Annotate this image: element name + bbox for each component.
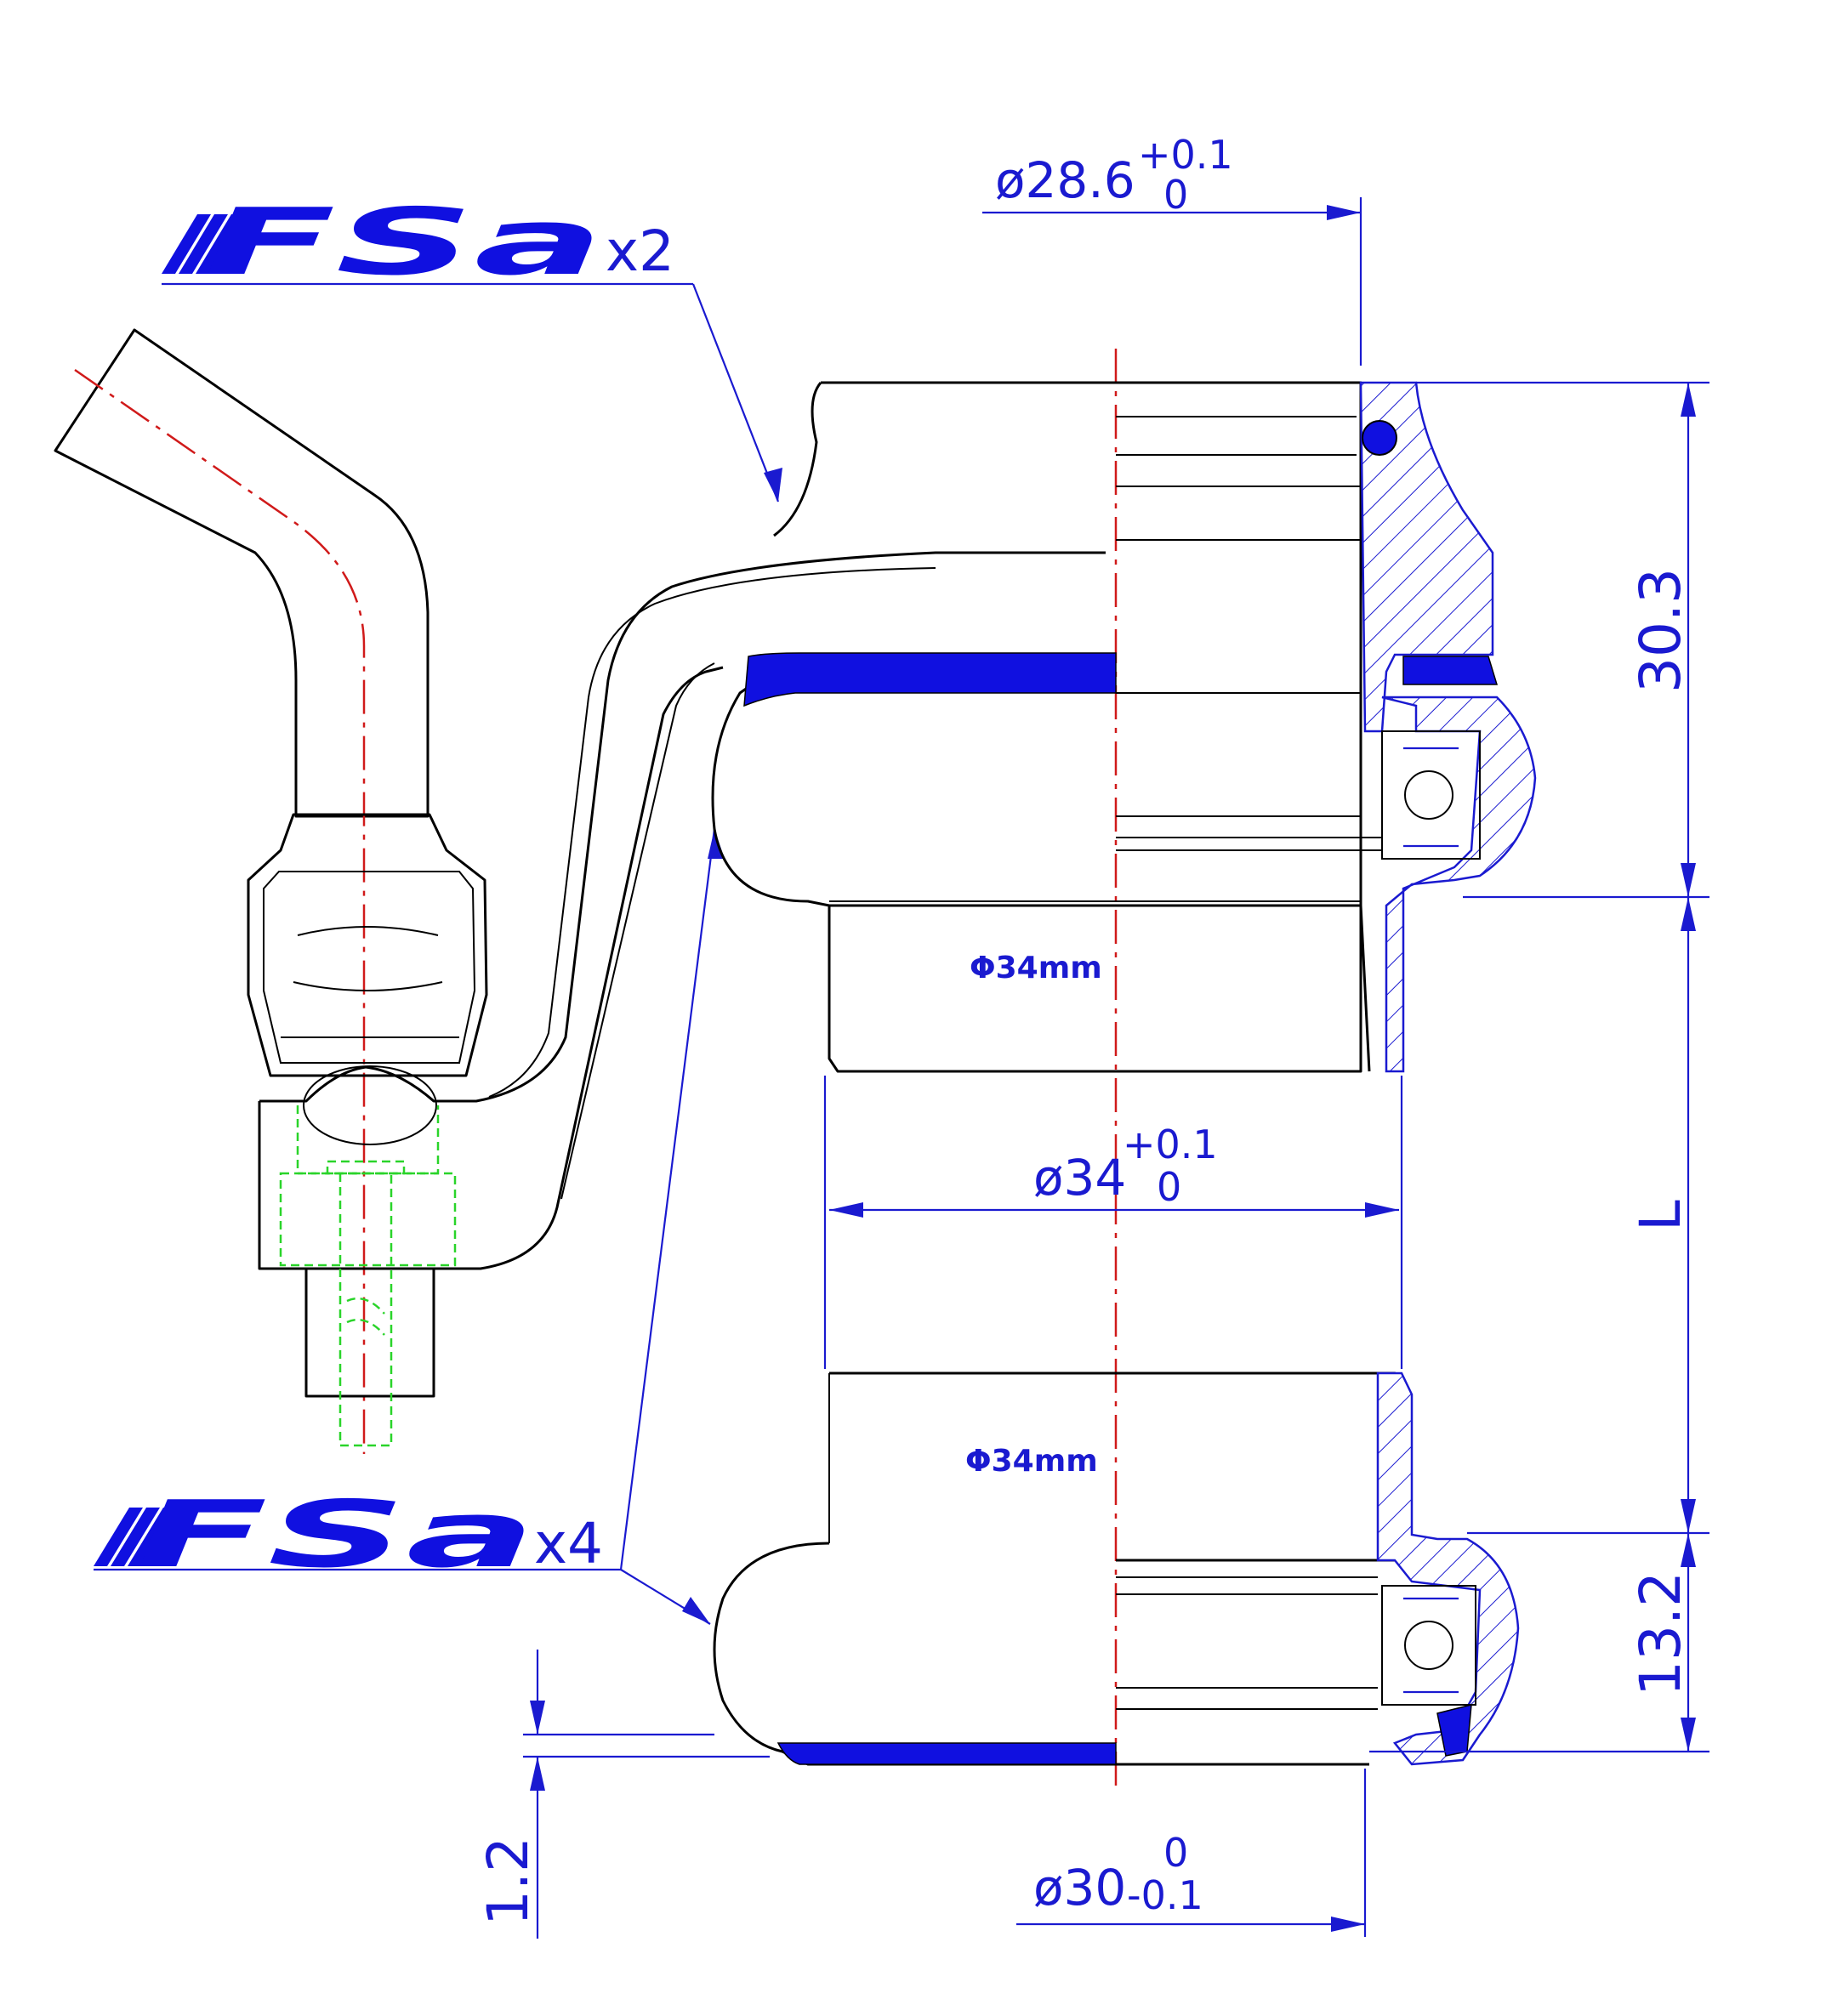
crown-race-tol-lower: -0.1	[1127, 1872, 1203, 1918]
lower-cup-diameter-label: Φ34mm	[965, 1444, 1098, 1479]
lower-stack-value: 13.2	[1628, 1571, 1693, 1696]
top-bore-tol-lower: 0	[1163, 172, 1188, 218]
dimension-cup-od: ø34 +0.1 0	[823, 1076, 1403, 1369]
logo-brand-text: FSa	[204, 190, 604, 296]
fsa-logo-bottom: FSa x4	[94, 1482, 621, 1588]
lower-cup-section	[1376, 1371, 1520, 1766]
dimension-crown-race: ø30 0 -0.1	[1016, 1769, 1367, 1937]
leader-arrow-bottom-2	[682, 1597, 710, 1624]
logo-quantity-bottom: x4	[534, 1511, 603, 1576]
head-tube-length-label: L	[1628, 1200, 1693, 1231]
dimension-vertical-stack: 30.3 L 13.2	[1369, 381, 1709, 1753]
upper-stack-value: 30.3	[1628, 568, 1693, 693]
leader-line-bottom-1	[619, 828, 716, 1570]
upper-bearing-cup-section	[1381, 696, 1537, 1073]
logo-quantity-top: x2	[606, 219, 674, 284]
race-offset-value: 1.2	[475, 1837, 541, 1926]
fsa-logo-top: FSa x2	[162, 190, 693, 296]
logo-brand-text: FSa	[136, 1482, 536, 1588]
top-bore-value: ø28.6	[995, 151, 1135, 209]
dimension-race-offset: 1.2	[475, 1650, 770, 1939]
lower-seal-band	[776, 1742, 1117, 1765]
upper-oring-icon	[1362, 420, 1397, 456]
lower-headset-assembly	[713, 1371, 1520, 1766]
cup-od-tol-lower: 0	[1157, 1164, 1181, 1210]
cup-od-tol-upper: +0.1	[1123, 1122, 1218, 1167]
upper-cup-diameter-label: Φ34mm	[970, 951, 1102, 985]
cable-stop-assembly	[54, 328, 1106, 1454]
crown-race-value: ø30	[1033, 1859, 1126, 1917]
upper-bearing	[1381, 730, 1481, 860]
upper-cup-section	[1359, 381, 1494, 733]
upper-seal-ring	[1402, 656, 1499, 685]
lower-bearing	[1381, 1585, 1476, 1706]
upper-seal-band	[743, 652, 1117, 707]
cup-od-value: ø34	[1033, 1149, 1126, 1207]
top-bore-tol-upper: +0.1	[1138, 132, 1233, 178]
crown-race-tol-upper: 0	[1163, 1830, 1188, 1876]
upper-headset-assembly	[711, 381, 1537, 1073]
leader-arrow-top	[764, 468, 782, 502]
dimension-top-bore: ø28.6 +0.1 0	[982, 132, 1362, 366]
logo-speed-stripes-icon	[94, 1508, 177, 1566]
leader-line-top	[691, 283, 780, 503]
logo-speed-stripes-icon	[162, 214, 245, 274]
